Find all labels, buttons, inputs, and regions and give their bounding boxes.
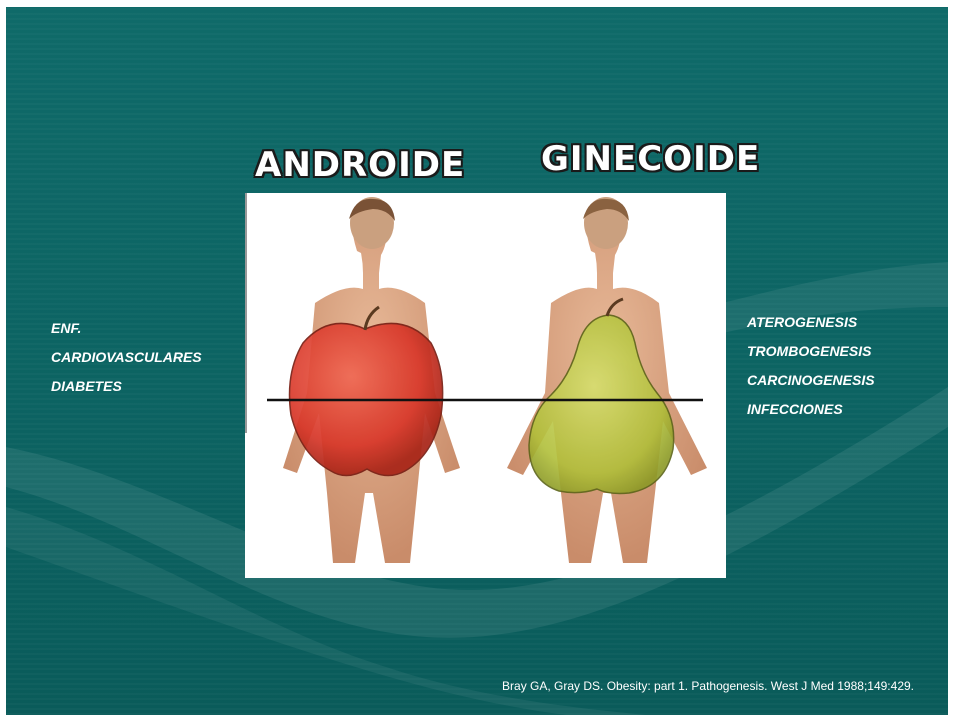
heading-ginecoide: GINECOIDE <box>541 139 760 179</box>
body-shapes-illustration <box>245 193 726 578</box>
slide: ANDROIDE GINECOIDE ENF. CARDIOVASCULARES… <box>6 7 948 715</box>
citation: Bray GA, Gray DS. Obesity: part 1. Patho… <box>502 679 914 693</box>
left-list-item: DIABETES <box>51 372 202 401</box>
left-list-item: CARDIOVASCULARES <box>51 343 202 372</box>
left-disease-list: ENF. CARDIOVASCULARES DIABETES <box>51 314 202 401</box>
right-list-item: CARCINOGENESIS <box>747 366 875 395</box>
heading-androide: ANDROIDE <box>255 145 465 185</box>
right-list-item: INFECCIONES <box>747 395 875 424</box>
left-list-item: ENF. <box>51 314 202 343</box>
right-list-item: ATEROGENESIS <box>747 308 875 337</box>
body-shape-figure <box>245 193 726 578</box>
right-disease-list: ATEROGENESIS TROMBOGENESIS CARCINOGENESI… <box>747 308 875 424</box>
right-list-item: TROMBOGENESIS <box>747 337 875 366</box>
